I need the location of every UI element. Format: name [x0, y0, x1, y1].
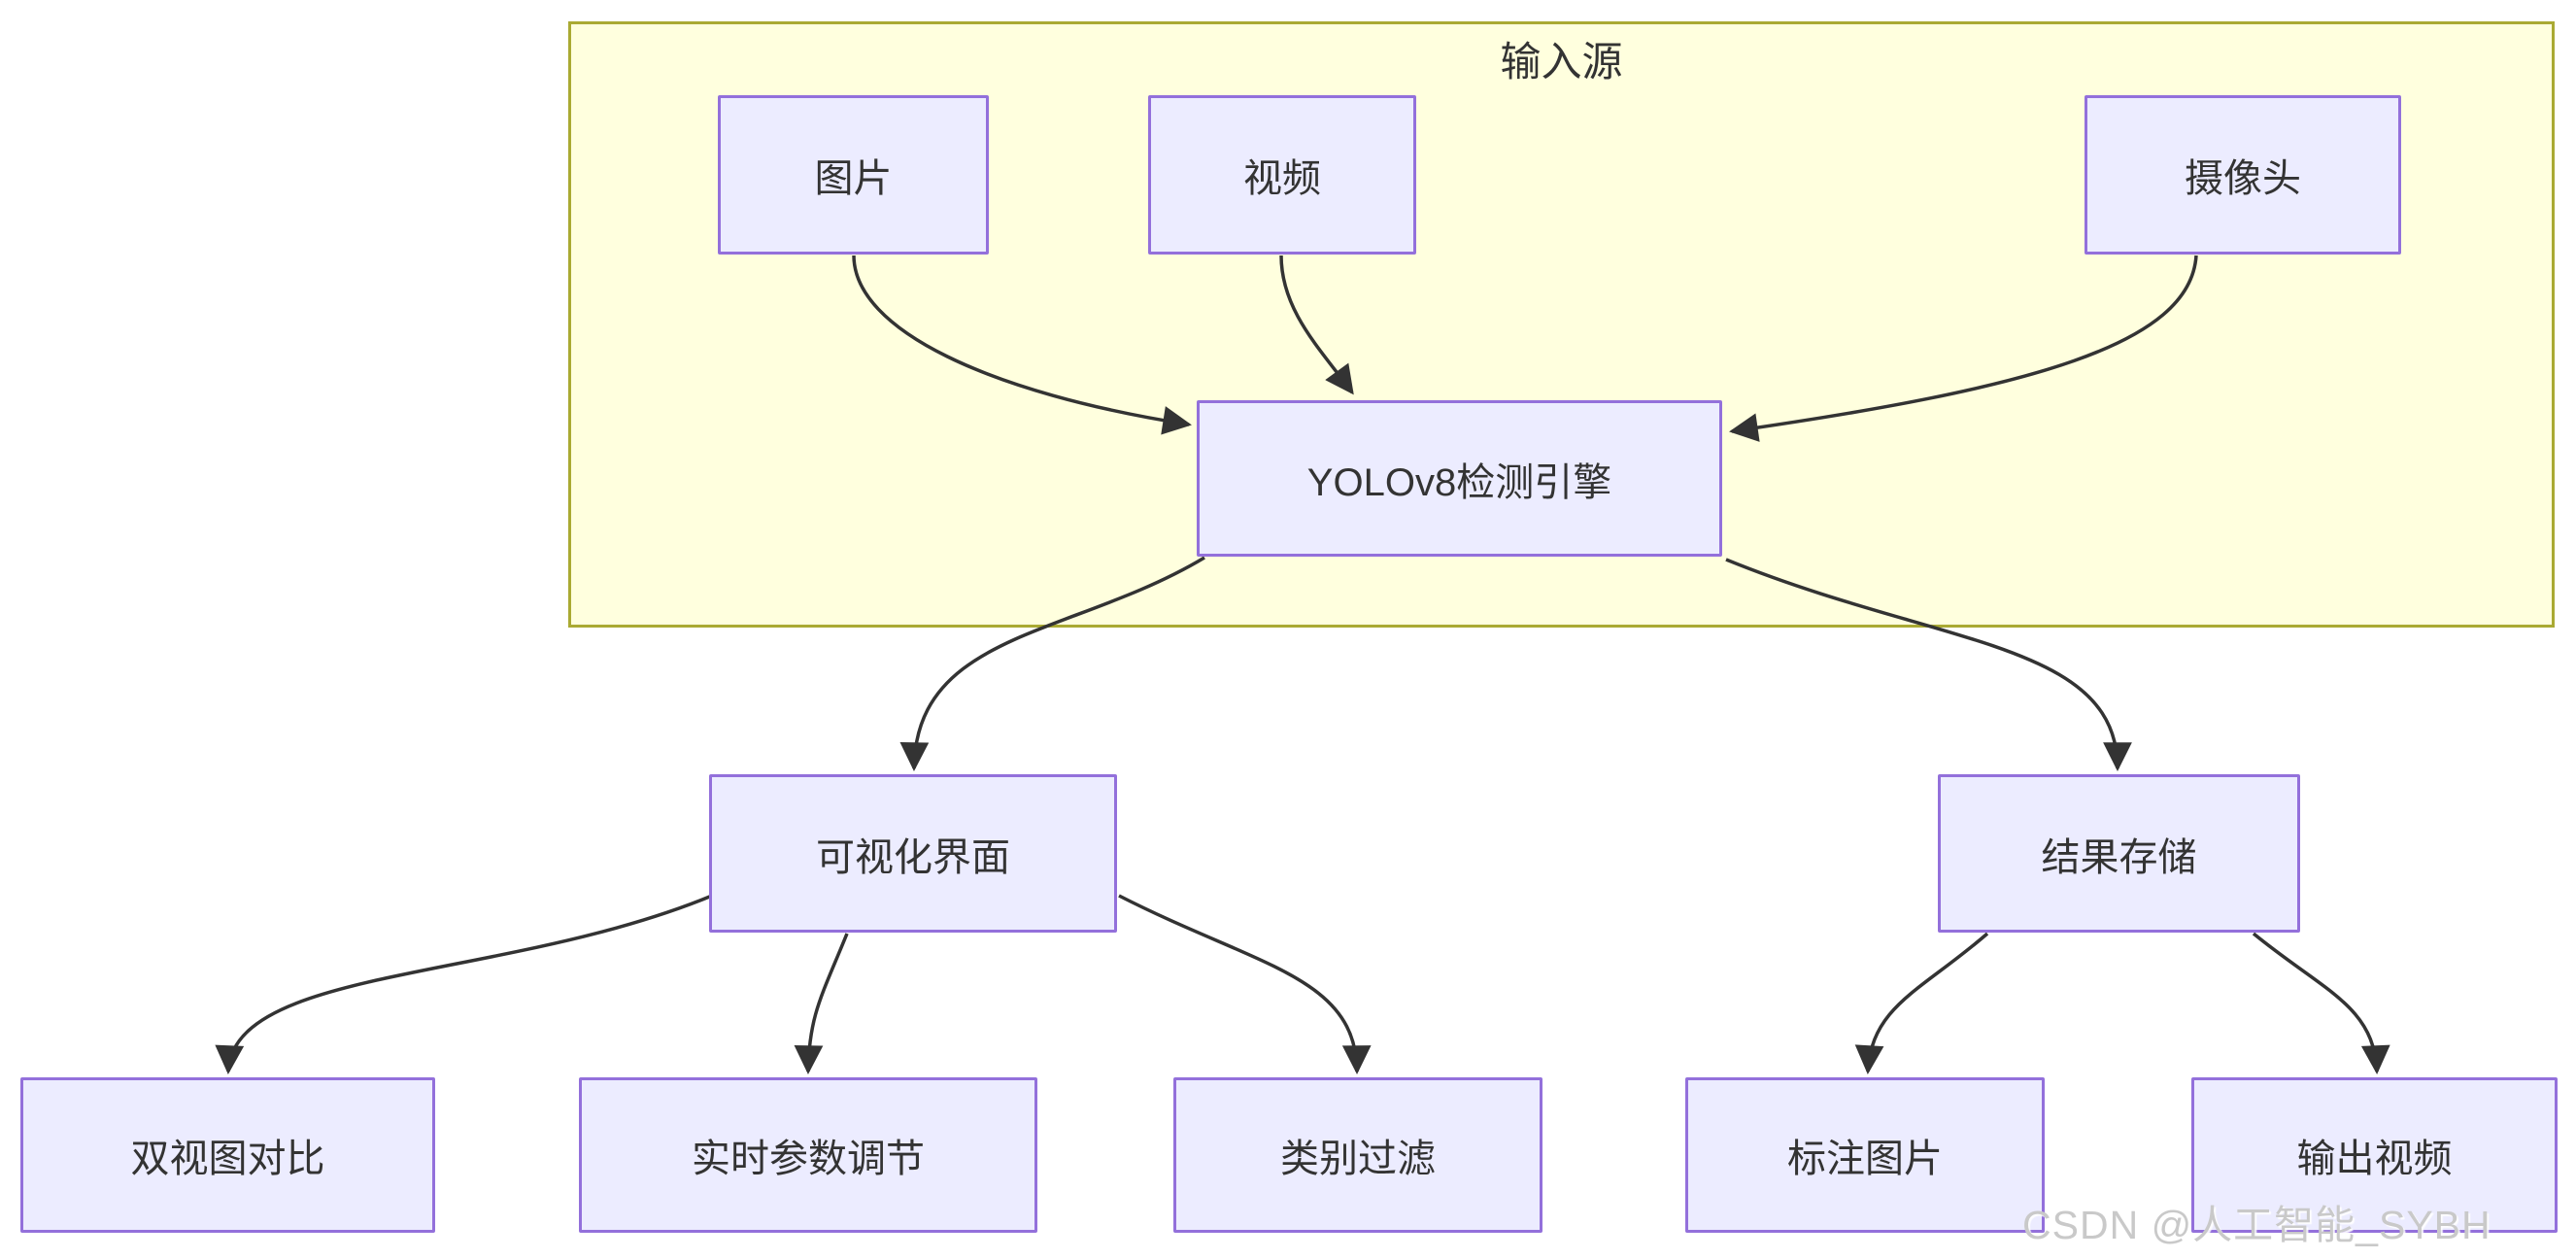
node-video: 视频	[1148, 95, 1416, 255]
node-class-filter-label: 类别过滤	[1280, 1138, 1436, 1180]
edge-camera-to-engine	[1729, 255, 2198, 442]
csdn-watermark: CSDN @人工智能_SYBH	[2022, 1203, 2491, 1247]
edge-image-to-engine	[852, 255, 1192, 435]
edge-ui-to-params	[794, 933, 849, 1074]
node-yolov8-engine-label: YOLOv8检测引擎	[1306, 460, 1612, 504]
node-annotated-images: 标注图片	[1685, 1077, 2045, 1233]
node-visualization-ui-label: 可视化界面	[816, 835, 1010, 879]
edge-ui-to-filter	[1118, 894, 1372, 1074]
node-realtime-params: 实时参数调节	[579, 1077, 1037, 1233]
edge-storage-to-annotated	[1854, 932, 1989, 1074]
node-result-storage: 结果存储	[1938, 774, 2300, 933]
node-visualization-ui: 可视化界面	[709, 774, 1117, 933]
node-video-label: 视频	[1243, 157, 1321, 200]
node-realtime-params-label: 实时参数调节	[692, 1138, 925, 1180]
edge-storage-to-outvideo	[2252, 932, 2390, 1074]
node-image: 图片	[718, 95, 989, 255]
node-output-video: 输出视频	[2191, 1077, 2558, 1233]
node-camera-label: 摄像头	[2185, 157, 2301, 200]
node-image-label: 图片	[814, 157, 893, 200]
node-yolov8-engine: YOLOv8检测引擎	[1197, 400, 1722, 557]
cluster-label: 输入源	[1500, 39, 1623, 85]
node-result-storage-label: 结果存储	[2041, 835, 2197, 879]
edge-ui-to-dualview	[215, 894, 713, 1074]
node-dual-view-compare: 双视图对比	[20, 1077, 435, 1233]
node-class-filter: 类别过滤	[1173, 1077, 1542, 1233]
node-camera: 摄像头	[2085, 95, 2401, 255]
edge-engine-to-ui	[899, 556, 1205, 771]
edge-engine-to-storage	[1725, 558, 2132, 771]
node-dual-view-compare-label: 双视图对比	[130, 1138, 325, 1180]
node-annotated-images-label: 标注图片	[1787, 1138, 1943, 1180]
node-output-video-label: 输出视频	[2296, 1138, 2453, 1180]
edge-video-to-engine	[1279, 255, 1354, 395]
